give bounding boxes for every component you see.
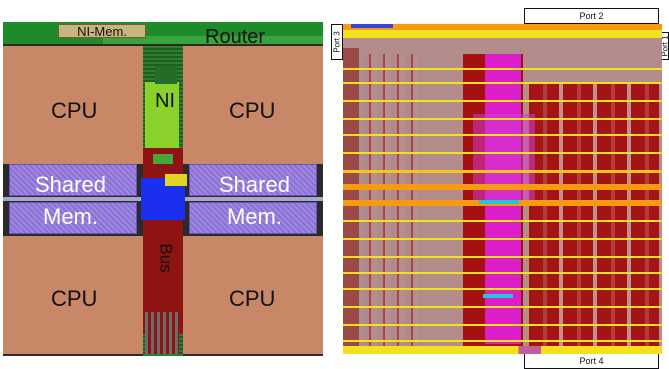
heat-yellow-line-10	[343, 256, 662, 258]
cpu-bottom-right-label: CPU	[229, 286, 276, 311]
cpu-bottom-left	[3, 236, 143, 354]
ni-label: NI	[155, 90, 175, 112]
bus-bottom-grey	[145, 312, 179, 354]
heatmap-panel	[343, 24, 662, 354]
shared-mem-top-right	[189, 164, 317, 196]
heat-yellow-line-15	[343, 340, 662, 342]
heat-cyan-spot-1	[479, 200, 519, 204]
shared-mem-top-left	[9, 164, 137, 196]
shared-right-label: Shared	[219, 172, 290, 197]
shared-mem-bottom-right	[189, 202, 317, 234]
shared-mem-bottom-left	[9, 202, 137, 234]
heat-yellow-line-2	[343, 82, 662, 84]
shared-left-label: Shared	[35, 172, 106, 197]
port-left-label: Port 3	[332, 31, 342, 53]
port-bottom-label: Port 4	[579, 356, 604, 366]
heat-yellow-line-7	[343, 170, 662, 173]
heat-yellow-line-4	[343, 118, 662, 120]
cpu-top-right-label: CPU	[229, 98, 276, 123]
heat-bottom-band	[343, 346, 662, 354]
heat-yellow-line-12	[343, 288, 662, 290]
mem-right-label: Mem.	[227, 204, 282, 229]
ni-block	[145, 82, 179, 148]
heat-top-band	[343, 24, 662, 46]
bus-label: Bus	[156, 243, 176, 273]
heat-zone-right-red	[529, 84, 659, 354]
port-top-label: Port 2	[579, 11, 604, 21]
heat-yellow-line-1	[343, 68, 662, 70]
heat-yellow-line-9	[343, 238, 662, 240]
heat-cyan-spot-2	[483, 294, 513, 298]
ni-block-dark	[155, 66, 177, 84]
router-label: Router	[205, 26, 266, 48]
mem-left-label: Mem.	[43, 204, 98, 229]
bus-interface-yellow	[165, 174, 187, 186]
cpu-top-left	[3, 46, 143, 164]
heat-yellow-line-8	[343, 220, 662, 222]
cpu-top-left-label: CPU	[51, 98, 98, 123]
chip-floorplan: NI-Mem. Router CPU CPU CPU CPU Shared Me…	[3, 22, 323, 356]
ni-mem-block: NI-Mem.	[58, 24, 146, 38]
port-left-box: Port 3	[331, 24, 343, 60]
heat-top-blue-edge	[351, 24, 393, 28]
port-top-box: Port 2	[524, 8, 659, 24]
ni-mem-label: NI-Mem.	[77, 24, 127, 39]
bus-green-speck	[153, 154, 173, 164]
heat-yellow-line-13	[343, 306, 662, 308]
heat-yellow-line-14	[343, 324, 662, 326]
port-bottom-box: Port 4	[524, 353, 659, 369]
cpu-bottom-right	[183, 236, 323, 354]
heat-yellow-line-3	[343, 100, 662, 102]
heat-yellow-line-5	[343, 134, 662, 136]
heat-orange-band-1	[343, 184, 662, 190]
cpu-bottom-left-label: CPU	[51, 286, 98, 311]
heat-yellow-line-11	[343, 272, 662, 274]
router-band-light	[103, 36, 323, 44]
cpu-top-right	[183, 46, 323, 164]
heat-magenta-spread	[473, 114, 535, 204]
heat-yellow-line-6	[343, 152, 662, 154]
